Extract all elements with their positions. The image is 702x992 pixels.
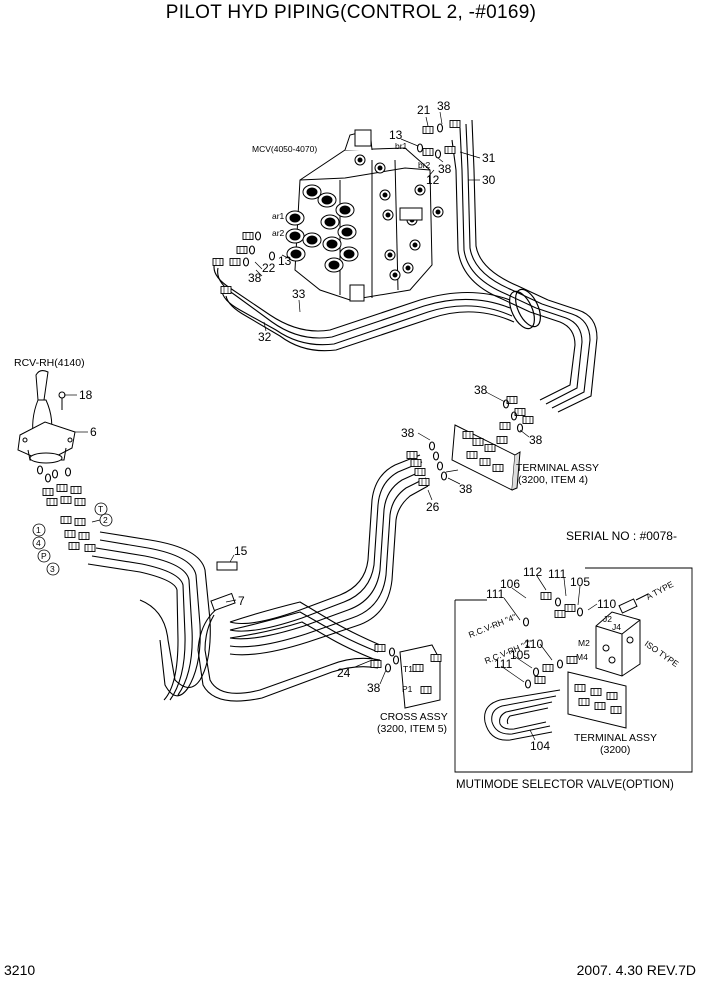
callout-38: 38 <box>248 271 262 285</box>
clip-and-fitting <box>210 561 238 612</box>
callout-111: 111 <box>548 567 567 581</box>
callout-111: 111 <box>486 587 505 601</box>
callout-38: 38 <box>459 482 473 496</box>
revision-date: 2007. 4.30 REV.7D <box>576 962 696 978</box>
port-ar2: ar2 <box>272 228 285 238</box>
port-label-2: 2 <box>103 515 108 525</box>
port-m2: M2 <box>578 638 590 648</box>
selector-valve <box>595 593 649 677</box>
callout-38: 38 <box>367 681 381 695</box>
label-serial: SERIAL NO : #0078- <box>566 529 677 543</box>
callout-111: 111 <box>494 657 513 671</box>
label-terminal-opt-1: TERMINAL ASSY <box>574 732 657 744</box>
callout-105: 105 <box>570 575 590 589</box>
port-br1: br1 <box>395 141 408 151</box>
label-terminal-top-1: TERMINAL ASSY <box>516 462 599 474</box>
callout-32: 32 <box>258 330 272 344</box>
callout-38: 38 <box>401 426 415 440</box>
port-label-t: T <box>98 504 103 514</box>
callout-22: 22 <box>262 261 276 275</box>
option-hoses <box>484 689 561 741</box>
callout-30: 30 <box>482 173 496 187</box>
port-m4: M4 <box>576 652 588 662</box>
port-label-3: 3 <box>50 564 55 574</box>
rcv-joystick <box>17 370 76 464</box>
label-terminal-opt-2: (3200) <box>600 744 630 756</box>
port-label-1: 1 <box>36 525 41 535</box>
drawing-title: PILOT HYD PIPING(CONTROL 2, -#0169) <box>165 2 537 23</box>
label-mcv: MCV(4050-4070) <box>252 144 317 154</box>
callout-104: 104 <box>530 739 550 753</box>
callout-33: 33 <box>292 287 306 301</box>
mcv-top-fittings <box>416 120 461 159</box>
port-label-p: P <box>41 551 47 561</box>
callout-15: 15 <box>234 544 248 558</box>
callout-110: 110 <box>597 597 616 611</box>
port-label-4: 4 <box>36 538 41 548</box>
label-option-caption: MUTIMODE SELECTOR VALVE(OPTION) <box>456 779 674 791</box>
rcv-fittings <box>36 465 96 552</box>
hose-bundle <box>87 119 598 702</box>
callout-13: 13 <box>278 254 292 268</box>
port-ar1: ar1 <box>272 211 285 221</box>
callout-18: 18 <box>79 388 93 402</box>
port-br2: br2 <box>418 160 431 170</box>
rcv-port-badges <box>32 502 113 576</box>
port-j2: J2 <box>603 614 612 624</box>
callout-26: 26 <box>426 500 440 514</box>
option-box <box>454 567 693 773</box>
callout-7: 7 <box>238 594 245 608</box>
page-number: 3210 <box>4 962 36 978</box>
label-cross-2: (3200, ITEM 5) <box>377 723 447 735</box>
terminal-assy-option <box>567 671 627 729</box>
callout-6: 6 <box>90 425 97 439</box>
cross-hose-ends <box>370 644 400 673</box>
port-t1: T1 <box>403 664 413 674</box>
callout-105: 105 <box>510 648 530 662</box>
callout-24: 24 <box>337 666 351 680</box>
callout-38: 38 <box>529 433 543 447</box>
label-cross-1: CROSS ASSY <box>380 711 448 723</box>
terminal-assy-top <box>451 422 521 491</box>
callout-21: 21 <box>417 103 431 117</box>
label-a-type: A TYPE <box>644 579 675 602</box>
label-iso-type: ISO TYPE <box>643 638 681 669</box>
callout-106: 106 <box>500 577 520 591</box>
callout-38: 38 <box>437 99 451 113</box>
callout-31: 31 <box>482 151 496 165</box>
label-terminal-top-2: (3200, ITEM 4) <box>518 474 588 486</box>
callout-38: 38 <box>438 162 452 176</box>
label-rcv-rh-4: R.C.V-RH "4" <box>467 612 518 640</box>
callout-38: 38 <box>474 383 488 397</box>
callout-13: 13 <box>389 128 403 142</box>
leader-lines <box>64 111 598 741</box>
port-p1: P1 <box>402 684 413 694</box>
label-rcv: RCV-RH(4140) <box>14 357 85 369</box>
callout-12: 12 <box>426 173 440 187</box>
cross-assy <box>399 644 442 709</box>
port-j4: J4 <box>612 622 621 632</box>
main-control-valve <box>285 129 444 302</box>
hose-clamp <box>509 288 541 330</box>
callout-110: 110 <box>524 637 543 651</box>
callout-112: 112 <box>523 565 542 579</box>
